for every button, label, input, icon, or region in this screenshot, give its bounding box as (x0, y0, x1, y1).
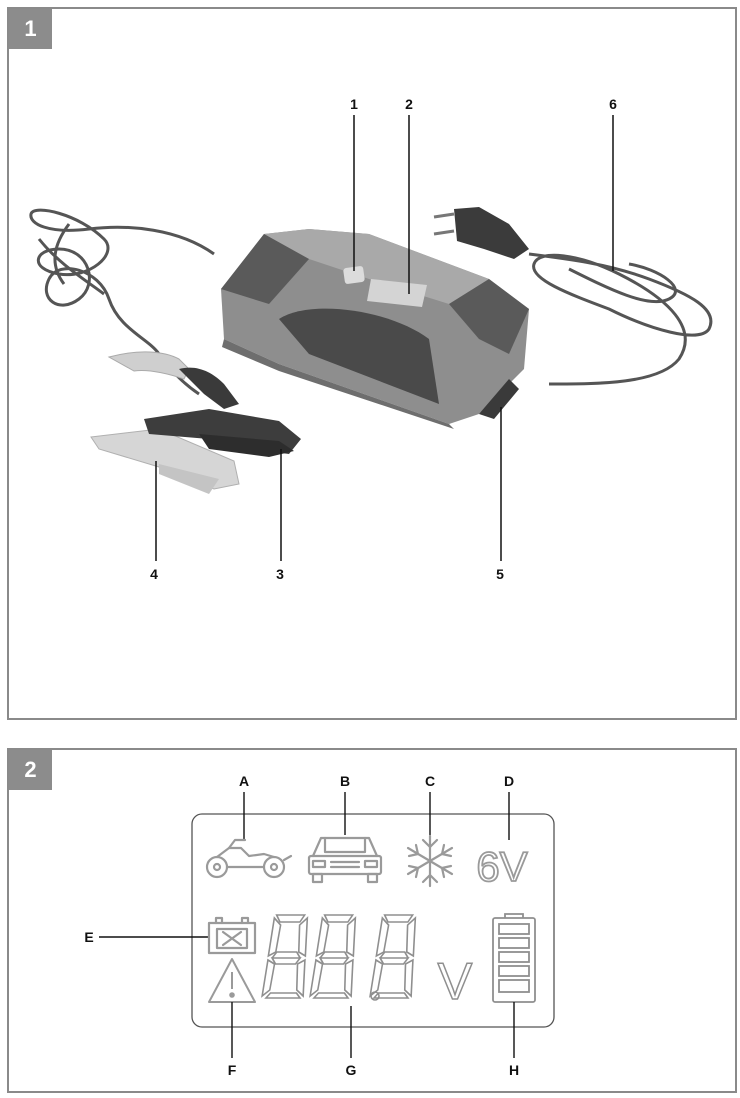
car-icon (307, 836, 383, 884)
callout-4: 4 (150, 566, 158, 582)
callout-1: 1 (350, 96, 358, 112)
label-h: H (509, 1062, 519, 1078)
voltage-6v-icon: 6V (476, 843, 527, 890)
callout-6: 6 (609, 96, 617, 112)
mains-plug (433, 207, 529, 259)
motorcycle-icon (205, 838, 293, 879)
digit-2 (309, 914, 357, 999)
callout-5: 5 (496, 566, 504, 582)
label-g: G (346, 1062, 357, 1078)
label-a: A (239, 773, 249, 789)
warning-triangle-icon (208, 958, 256, 1003)
figure-2-panel: 2 A B C D (7, 748, 737, 1093)
clamp-3 (144, 367, 301, 457)
charger-illustration: 1 2 6 4 3 5 (29, 96, 713, 582)
digit-3 (369, 914, 417, 999)
lcd-diagram: A B C D (84, 773, 555, 1078)
label-c: C (425, 773, 435, 789)
display-unit: V (438, 953, 473, 1011)
label-b: B (340, 773, 350, 789)
figure-1-tag: 1 (9, 9, 52, 49)
lcd-frame (191, 813, 555, 1028)
callout-2: 2 (405, 96, 413, 112)
label-f: F (228, 1062, 237, 1078)
snowflake-icon (406, 834, 454, 888)
figure-1-panel: 1 (7, 7, 737, 720)
label-d: D (504, 773, 514, 789)
callout-3: 3 (276, 566, 284, 582)
digit-1 (261, 914, 309, 999)
decimal-point (370, 991, 380, 1001)
mains-cable (528, 252, 713, 386)
battery-level-icon (492, 913, 536, 1003)
seven-segment-display (261, 914, 417, 999)
battery-error-icon (207, 916, 257, 955)
figure-2-tag: 2 (9, 750, 52, 790)
label-e: E (84, 929, 93, 945)
charger-body (221, 229, 529, 429)
clamp-4 (90, 351, 240, 494)
